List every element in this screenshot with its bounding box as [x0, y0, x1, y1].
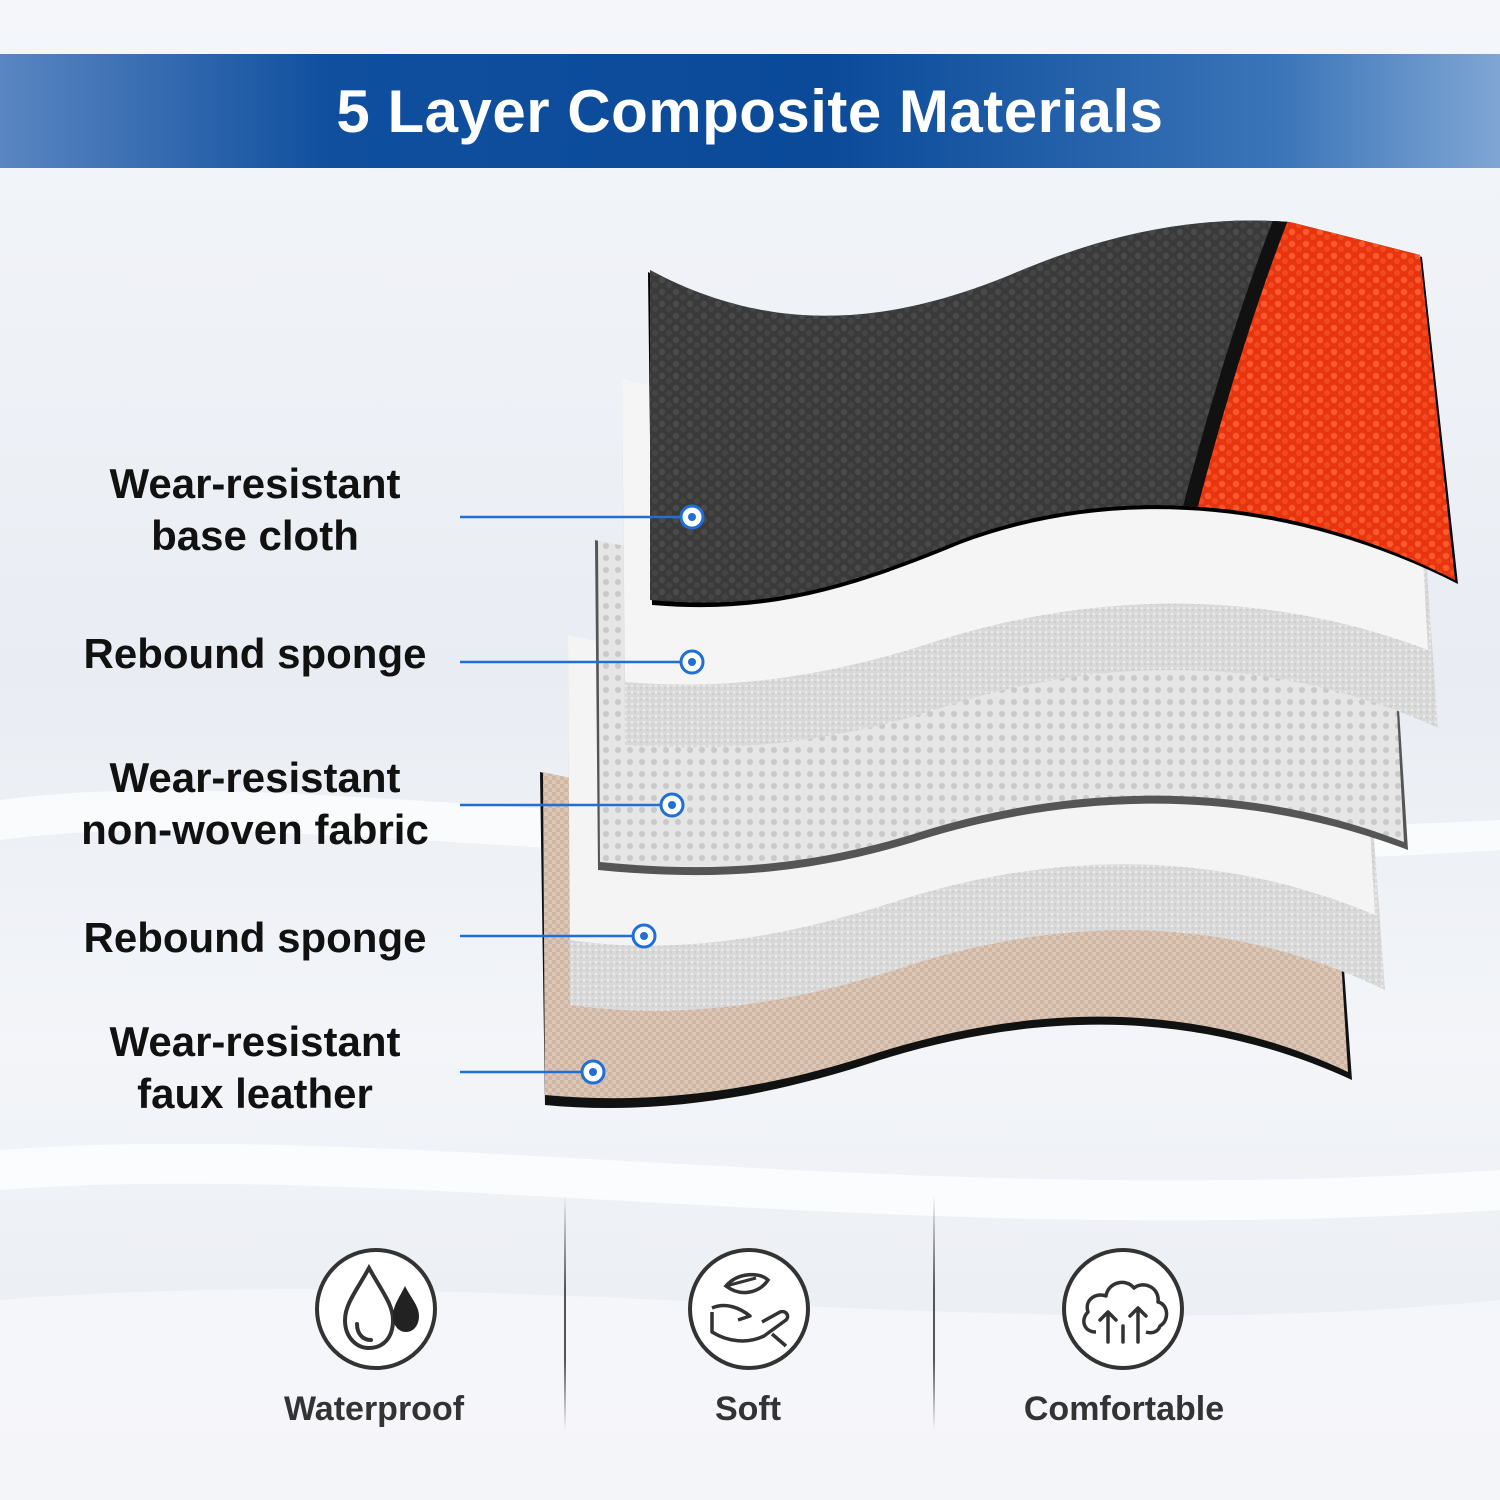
label-layer-1: Wear-resistant base cloth	[109, 460, 401, 559]
label-layer-2: Rebound sponge	[83, 630, 427, 677]
feature-divider-1	[564, 1195, 566, 1430]
label-layer-3: Wear-resistant non-woven fabric	[81, 754, 429, 853]
title-banner: 5 Layer Composite Materials	[0, 54, 1500, 168]
feature-divider-2	[933, 1195, 935, 1430]
cloud-arrows-icon	[1062, 1248, 1184, 1370]
feature-label-soft: Soft	[714, 1390, 782, 1428]
water-drop-icon	[315, 1248, 437, 1370]
page-title: 5 Layer Composite Materials	[336, 77, 1164, 145]
feature-label-comfortable: Comfortable	[1023, 1390, 1225, 1428]
feature-label-waterproof: Waterproof	[283, 1390, 465, 1428]
hand-feather-icon	[688, 1248, 810, 1370]
label-layer-5: Wear-resistant faux leather	[109, 1018, 401, 1117]
label-layer-4: Rebound sponge	[83, 914, 427, 961]
marker-dots	[580, 504, 705, 1085]
leader-lines	[460, 515, 690, 1074]
